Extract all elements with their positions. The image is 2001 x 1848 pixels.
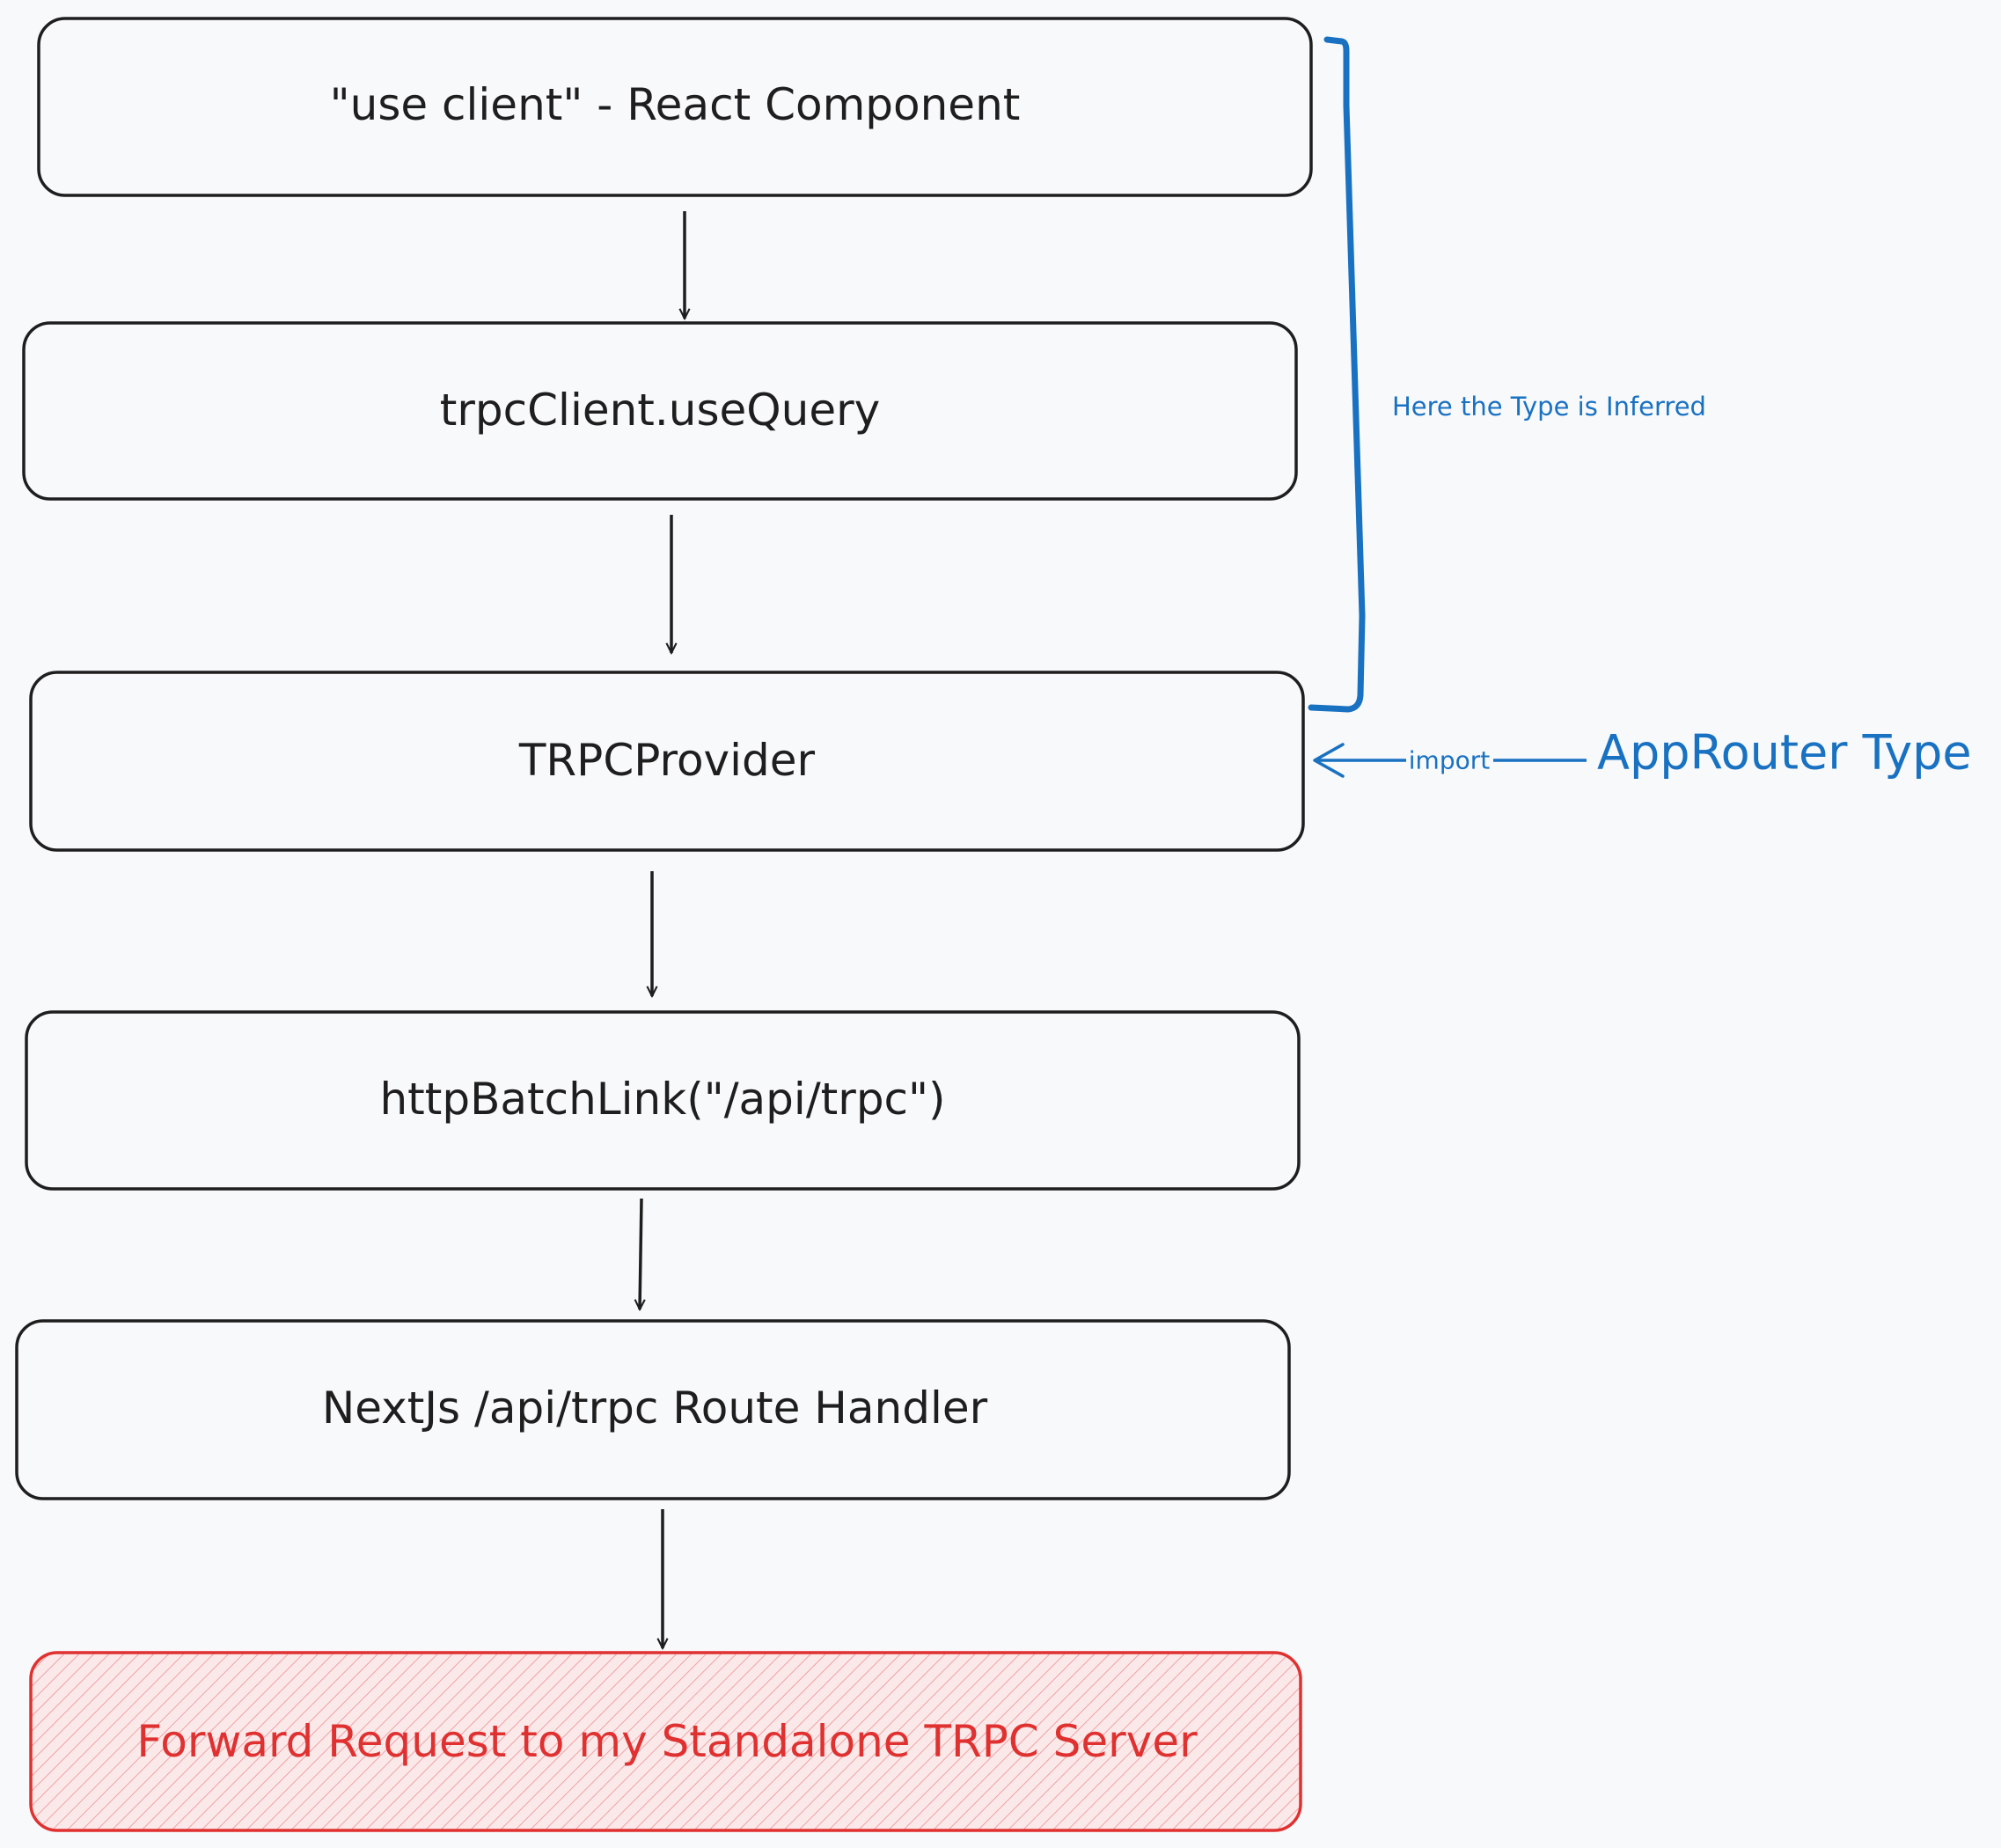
import-label: import	[1409, 746, 1490, 775]
node-box	[29, 671, 1305, 852]
node-label: trpcClient.useQuery	[440, 385, 881, 436]
bracket-inferred-scope	[1308, 36, 1366, 713]
app-router-type: AppRouter Type	[1597, 725, 1972, 781]
node-label: Forward Request to my Standalone TRPC Se…	[136, 1716, 1198, 1767]
node-label: NextJs /api/trpc Route Handler	[322, 1382, 988, 1434]
import-arrowhead	[1313, 743, 1345, 778]
node-label: TRPCProvider	[518, 735, 816, 786]
import-arrow: import	[1313, 743, 1587, 778]
node-use-query: trpcClient.useQuery	[22, 321, 1298, 501]
node-box	[25, 1010, 1301, 1191]
node-use-client: "use client" - React Component	[37, 17, 1313, 197]
node-forward: Forward Request to my Standalone TRPC Se…	[29, 1651, 1302, 1832]
node-batch-link: httpBatchLink("/api/trpc")	[25, 1010, 1301, 1191]
node-box	[15, 1319, 1291, 1500]
node-label: "use client" - React Component	[330, 79, 1021, 130]
bracket-note: Here the Type is Inferred	[1392, 392, 1706, 422]
node-box	[22, 321, 1298, 501]
node-box	[37, 17, 1313, 197]
node-box-highlight	[29, 1651, 1302, 1832]
node-provider: TRPCProvider	[29, 671, 1305, 852]
node-label: httpBatchLink("/api/trpc")	[379, 1074, 945, 1125]
arrow-batch-link-to-route-handler	[640, 1198, 641, 1309]
node-route-handler: NextJs /api/trpc Route Handler	[15, 1319, 1291, 1500]
flow-arrows	[640, 211, 685, 1648]
